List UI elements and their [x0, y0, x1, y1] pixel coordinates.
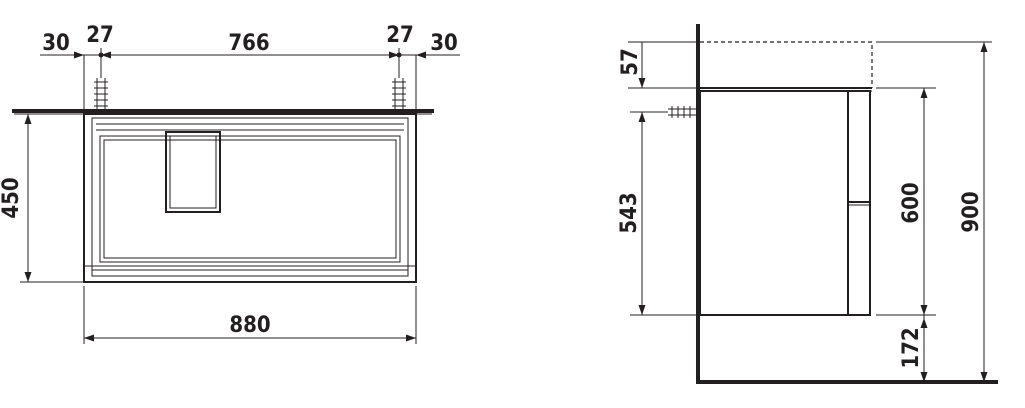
front-drawer-body	[99, 135, 401, 263]
side-dim-total-height: 900	[959, 191, 984, 232]
front-dim-side-right: 30	[430, 31, 458, 56]
front-siphon-cutout-inner	[169, 135, 217, 209]
side-dim-fixing-height: 543	[617, 192, 642, 233]
front-wall-fixing-right	[392, 78, 406, 110]
side-dim-unit-height: 600	[899, 182, 924, 223]
side-wall-fixing	[668, 106, 698, 118]
side-cabinet	[699, 90, 871, 316]
front-dim-fix-right: 27	[386, 23, 414, 48]
front-dim-side-left: 30	[42, 31, 70, 56]
front-siphon-cutout	[165, 131, 221, 213]
front-cabinet-outline	[83, 113, 417, 283]
side-basin-dashed	[700, 41, 873, 88]
front-dim-fix-left: 27	[86, 23, 114, 48]
front-wall-fixing-left	[94, 78, 108, 110]
front-cabinet-inner-frame	[91, 117, 409, 277]
side-dim-floor-clearance: 172	[899, 327, 924, 368]
front-drawer-inner	[103, 139, 397, 259]
front-dim-width: 880	[229, 313, 270, 338]
front-dim-span: 766	[228, 31, 269, 56]
front-view: 30 27 766 27 30 450 880	[0, 23, 460, 344]
side-dim-top-gap: 57	[618, 48, 643, 76]
side-view: 57 543 600 172 900	[617, 24, 998, 384]
front-dim-height: 450	[0, 177, 24, 218]
